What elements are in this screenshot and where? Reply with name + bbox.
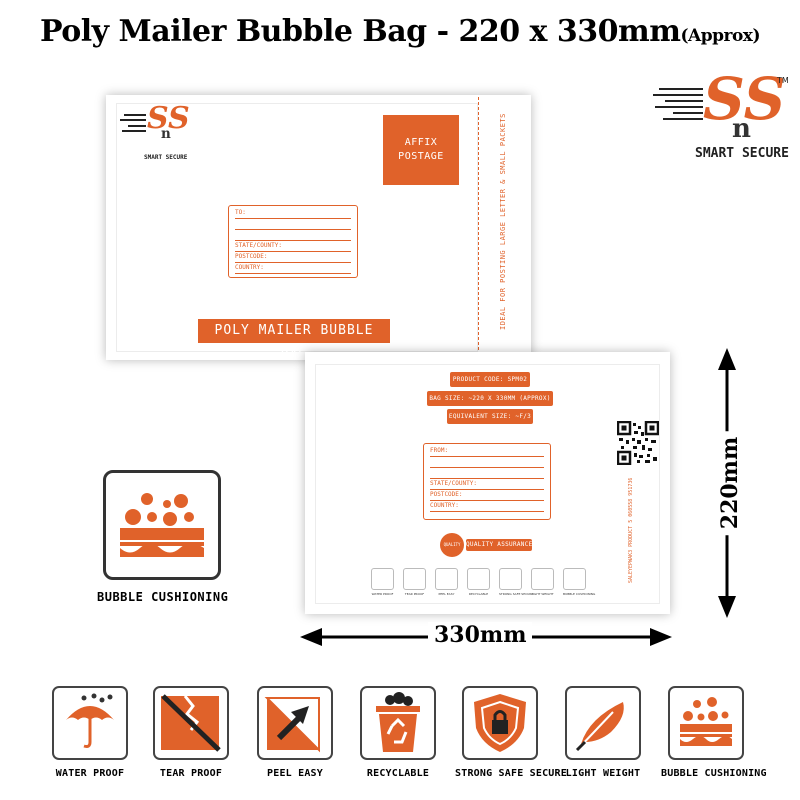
shield-lock-icon <box>499 568 522 590</box>
mini-feature-label: PEEL EASY <box>438 592 455 596</box>
address-line <box>430 457 544 468</box>
front-brand-tagline: SMART SECURE <box>144 144 187 163</box>
height-label: 220mm <box>717 430 744 536</box>
mini-feature: STRONG SAFE SECURE <box>499 568 534 596</box>
front-address-box: TO: STATE/COUNTY: POSTCODE: COUNTRY: <box>228 205 358 278</box>
mini-feature: LIGHT WEIGHT <box>531 568 554 596</box>
address-line <box>235 230 351 241</box>
quality-seal-icon: QUALITY DEAL <box>440 533 464 571</box>
mini-feature-icons: WATER PROOF TEAR PROOF PEEL EASY RECYCLA… <box>371 568 596 596</box>
address-line: COUNTRY: <box>235 263 351 274</box>
width-dimension: 330mm <box>300 622 672 652</box>
back-address-box: FROM: STATE/COUNTY: POSTCODE: COUNTRY: <box>423 443 551 520</box>
address-line <box>235 219 351 230</box>
address-line: FROM: <box>430 446 544 457</box>
bubble-cushioning-feature: BUBBLE CUSHIONING <box>97 470 229 604</box>
recycle-bin-icon <box>467 568 490 590</box>
envelope-side-text: IDEAL FOR POSTING LARGE LETTER & SMALL P… <box>499 113 507 330</box>
bubble-cushioning-label: BUBBLE CUSHIONING <box>97 590 229 604</box>
feature-label: WATER PROOF <box>55 768 125 779</box>
feature-item: WATER PROOF <box>45 686 135 779</box>
stamp-line-1: AFFIX <box>404 137 438 148</box>
title-main: Poly Mailer Bubble Bag - 220 x 330mm <box>40 14 681 49</box>
speed-lines-icon <box>651 88 703 120</box>
umbrella-rain-icon <box>371 568 394 590</box>
feature-item: TEAR PROOF <box>146 686 236 779</box>
height-dimension: 220mm <box>712 348 744 618</box>
feature-label: STRONG SAFE SECURE <box>455 768 567 779</box>
bag-size-label: BAG SIZE: ~220 X 330MM (APPROX) <box>427 391 553 406</box>
mini-feature-label: RECYCLABLE <box>468 592 489 596</box>
mini-feature-label: STRONG SAFE SECURE <box>499 592 534 596</box>
front-envelope <box>106 95 531 360</box>
bubble-cushioning-icon <box>563 568 586 590</box>
shield-lock-icon <box>462 686 538 760</box>
mini-feature-label: WATER PROOF <box>371 592 394 596</box>
stamp-line-2: POSTAGE <box>398 151 444 162</box>
address-line: COUNTRY: <box>430 501 544 512</box>
mini-feature: BUBBLE CUSHIONING <box>563 568 596 596</box>
title-approx: (Approx) <box>680 26 761 46</box>
address-line: POSTCODE: <box>430 490 544 501</box>
envelope-perforation <box>478 97 479 355</box>
mini-feature: PEEL EASY <box>435 568 458 596</box>
peel-arrow-icon <box>435 568 458 590</box>
peel-arrow-icon <box>257 686 333 760</box>
feature-item: STRONG SAFE SECURE <box>455 686 567 779</box>
address-line: POSTCODE: <box>235 252 351 263</box>
feature-item: RECYCLABLE <box>353 686 443 779</box>
page-title: Poly Mailer Bubble Bag - 220 x 330mm(App… <box>0 14 800 49</box>
feature-label: BUBBLE CUSHIONING <box>661 768 767 779</box>
barcode-text: SALEYEPWAK3 PRODUCT 5 060558 951736 <box>628 477 634 583</box>
mini-feature-label: TEAR PROOF <box>404 592 425 596</box>
front-brand-tagline-text: SMART SECURE <box>144 154 188 161</box>
width-label: 330mm <box>428 622 533 648</box>
feather-icon <box>565 686 641 760</box>
mini-feature-label: LIGHT WEIGHT <box>531 592 554 596</box>
feature-item: LIGHT WEIGHT <box>558 686 648 779</box>
feature-label: PEEL EASY <box>267 768 323 779</box>
trademark-mark: TM <box>777 76 789 85</box>
quality-assurance-label: QUALITY ASSURANCE <box>466 539 532 551</box>
feature-label: LIGHT WEIGHT <box>565 768 641 779</box>
brand-logo-text: SS <box>703 65 786 133</box>
product-banner: POLY MAILER BUBBLE BAG <box>198 319 390 362</box>
address-line: STATE/COUNTY: <box>430 479 544 490</box>
mini-feature: WATER PROOF <box>371 568 394 596</box>
umbrella-rain-icon <box>52 686 128 760</box>
address-line <box>430 468 544 479</box>
tear-proof-icon <box>403 568 426 590</box>
qr-code-icon <box>616 420 660 466</box>
front-brand-logo-sub: n <box>161 126 171 142</box>
feature-item: BUBBLE CUSHIONING <box>661 686 767 779</box>
bubble-cushioning-icon <box>668 686 744 760</box>
address-line: STATE/COUNTY: <box>235 241 351 252</box>
bubble-cushioning-icon <box>103 470 221 580</box>
address-line: TO: <box>235 208 351 219</box>
feather-icon <box>531 568 554 590</box>
speed-lines-icon <box>120 114 146 132</box>
feature-item: PEEL EASY <box>250 686 340 779</box>
feature-label: RECYCLABLE <box>366 768 430 779</box>
brand-tagline-text: SMART SECURE <box>695 146 789 161</box>
front-brand-logo-text: SS <box>147 101 190 136</box>
product-code-label: PRODUCT CODE: SPM02 <box>450 372 530 387</box>
affix-postage-box: AFFIX POSTAGE <box>383 115 459 185</box>
mini-feature: TEAR PROOF <box>403 568 426 596</box>
mini-feature: RECYCLABLE <box>467 568 490 596</box>
feature-label: TEAR PROOF <box>159 768 223 779</box>
tear-proof-icon <box>153 686 229 760</box>
mini-feature-label: BUBBLE CUSHIONING <box>563 592 596 596</box>
brand-logo-sub: n <box>732 113 751 144</box>
brand-tagline: SMART SECURE <box>695 142 789 161</box>
recycle-bin-icon <box>360 686 436 760</box>
equivalent-size-label: EQUIVALENT SIZE: ~F/3 <box>447 409 533 424</box>
